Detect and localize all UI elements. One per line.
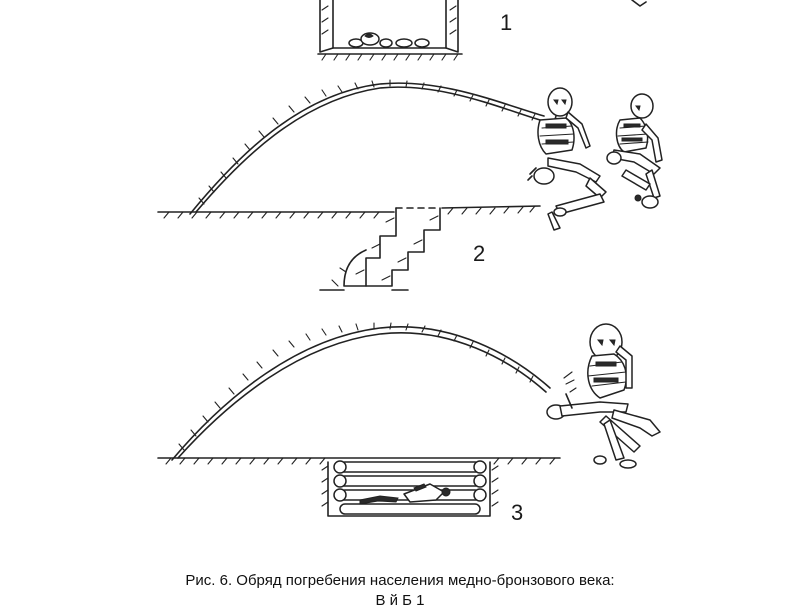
panel-2-mound-catacomb <box>157 79 663 291</box>
panel-label-1: 1 <box>500 10 513 35</box>
caption-line-2: В й Б 1 <box>375 592 425 609</box>
figure-caption: Рис. 6. Обряд погребения населения медно… <box>0 571 800 611</box>
skeleton-b <box>606 93 663 209</box>
panel-3-mound-timber-grave <box>157 322 661 517</box>
panel-label-2: 2 <box>473 241 486 266</box>
skeleton-a <box>527 87 607 231</box>
caption-line-1: Рис. 6. Обряд погребения населения медно… <box>185 572 615 589</box>
panel-1-pit-grave <box>317 0 647 61</box>
panel-label-3: 3 <box>511 500 524 525</box>
skeleton-c <box>546 323 661 469</box>
